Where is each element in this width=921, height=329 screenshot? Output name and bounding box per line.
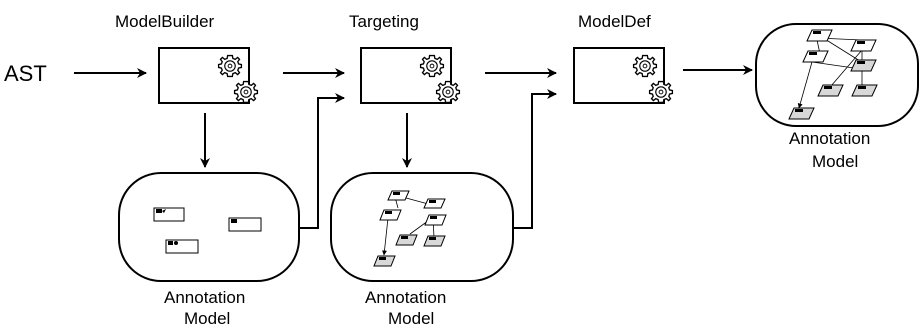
stage-box-targeting	[360, 47, 461, 104]
arrow-pool2-to-modeldef	[512, 89, 557, 229]
stage-box-modelbuilder	[158, 47, 259, 104]
final-model-label-line1: Annotation	[789, 129, 870, 148]
stage-title-targeting: Targeting	[349, 12, 419, 31]
annotation-node	[165, 239, 199, 254]
gear-icon	[217, 54, 243, 78]
gear-icon	[435, 80, 461, 104]
annotation-node	[153, 207, 185, 222]
pool1-label-line2: Model	[184, 309, 230, 328]
gear-icon	[632, 54, 658, 78]
pool2-label-line1: Annotation	[365, 288, 446, 307]
stage-box-modeldef	[573, 47, 674, 104]
annotation-model-pool-1	[118, 172, 300, 282]
stage-title-modelbuilder: ModelBuilder	[115, 12, 215, 31]
gear-icon	[233, 80, 259, 104]
pool2-label-line2: Model	[388, 309, 434, 328]
gear-icon	[648, 80, 674, 104]
stage-title-modeldef: ModelDef	[578, 12, 651, 31]
annotation-model-pool-2	[330, 172, 514, 282]
input-label-ast: AST	[4, 61, 47, 86]
arrow-pool1-to-targeting	[298, 93, 345, 229]
gear-icon	[419, 54, 445, 78]
annotation-model-final	[755, 23, 919, 127]
final-model-label-line2: Model	[812, 152, 858, 171]
pool1-label-line1: Annotation	[164, 288, 245, 307]
annotation-node	[228, 217, 262, 232]
